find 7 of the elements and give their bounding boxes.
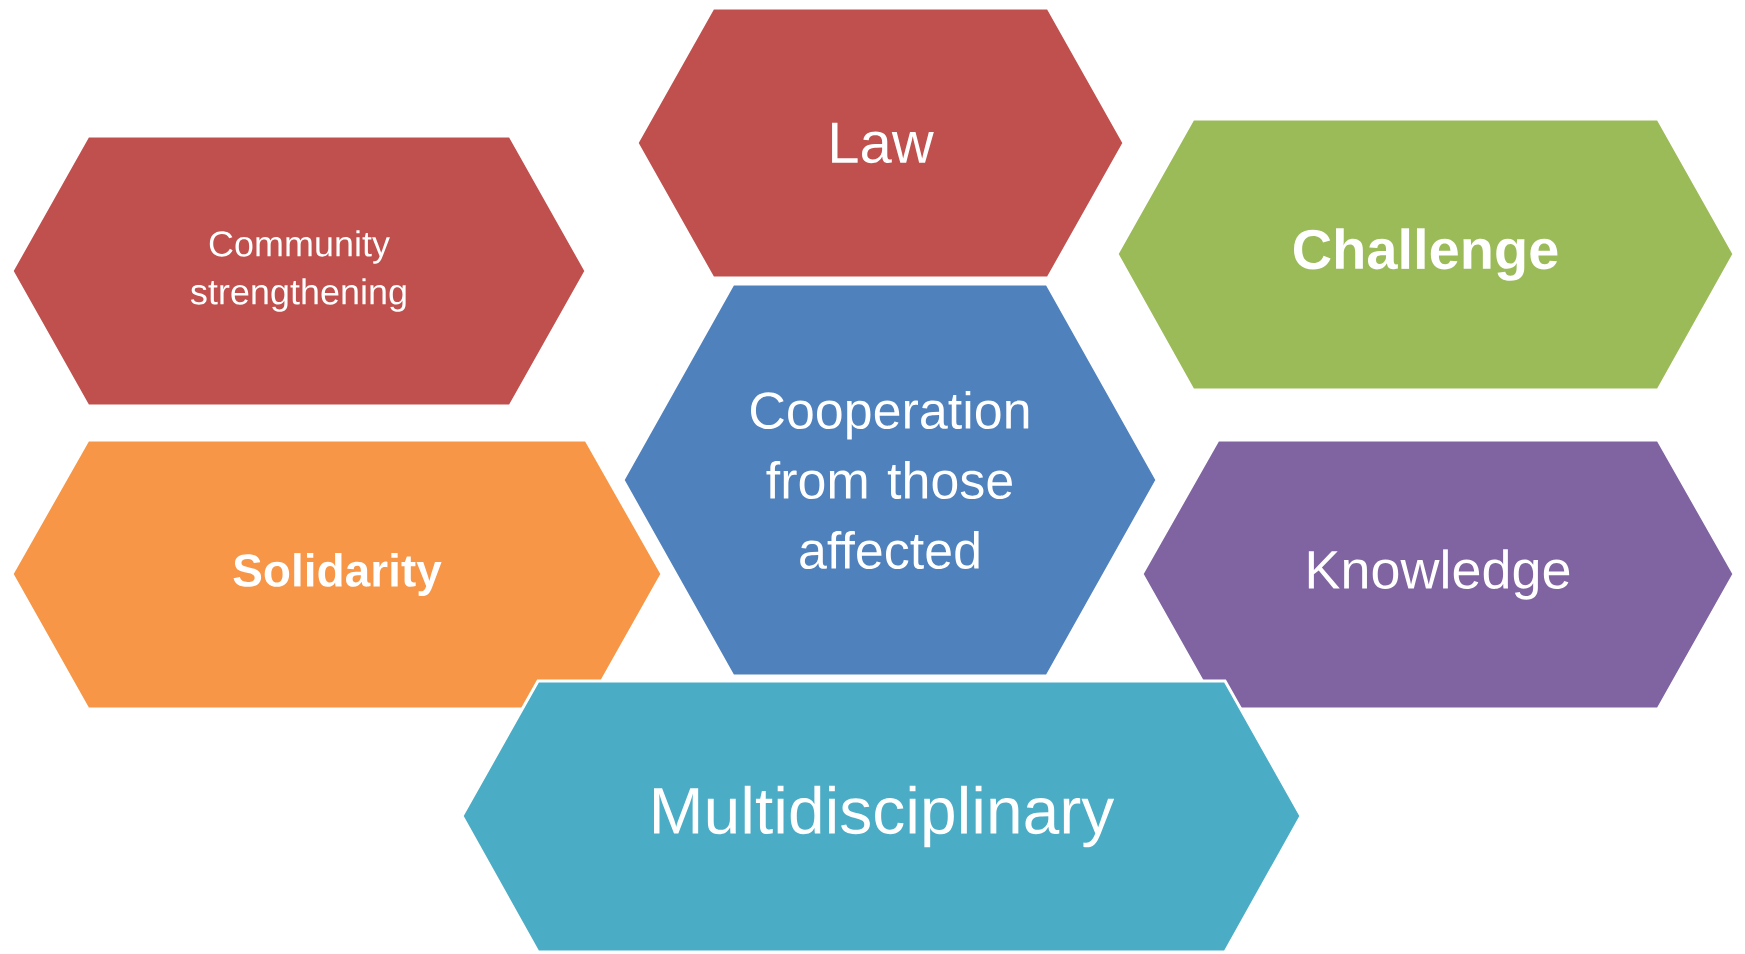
hexagon: Multidisciplinary — [460, 679, 1303, 954]
hexagon: Community strengthening — [10, 134, 588, 408]
hexagon: Knowledge — [1140, 438, 1736, 711]
hexagon: Cooperation from those affected — [621, 282, 1159, 678]
hexagon: Law — [635, 6, 1126, 280]
hexagon: Challenge — [1115, 117, 1736, 392]
hexagon: Solidarity — [10, 438, 664, 711]
